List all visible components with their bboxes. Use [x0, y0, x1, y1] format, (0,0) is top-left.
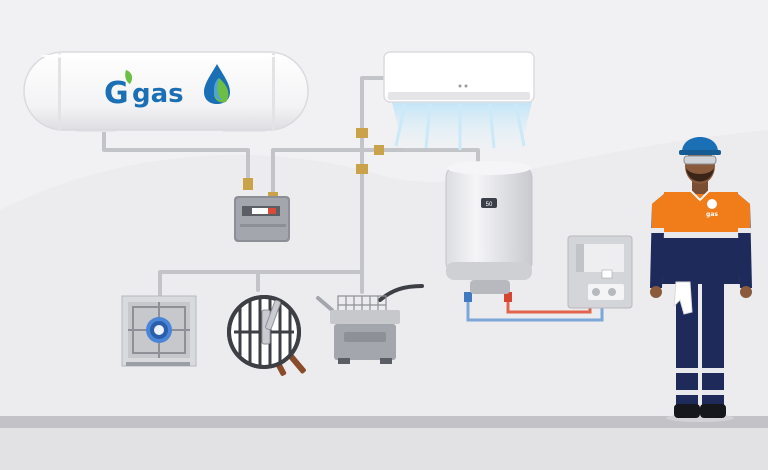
- tankless-heater-icon: [567, 235, 633, 309]
- cold-valve: [464, 292, 472, 302]
- stove-icon: [121, 295, 197, 367]
- tank-icon: G gas: [23, 51, 309, 132]
- worker-badge-text: gas: [706, 211, 718, 218]
- logo-letter: G: [104, 76, 129, 111]
- floor: [0, 428, 768, 470]
- grill-icon: [227, 295, 306, 376]
- boiler-icon: 50: [445, 161, 533, 294]
- meter-icon: [234, 196, 290, 242]
- hot-valve: [504, 292, 512, 302]
- brand-logo: G gas: [104, 70, 184, 111]
- logo-leaf-icon: [125, 70, 133, 84]
- beard: [686, 168, 714, 182]
- logo-word: gas: [132, 79, 184, 109]
- ac-icon: [383, 51, 535, 152]
- floor-stripe: [0, 416, 768, 428]
- work-gloves-icon: [673, 281, 693, 315]
- fryer-icon: [316, 284, 424, 364]
- grill-tongs-icon: [261, 299, 281, 345]
- worker-icon: gas: [650, 137, 752, 422]
- hard-hat-icon: [679, 137, 721, 155]
- water-pipes: [466, 296, 604, 322]
- heater-badge-text: 50: [486, 202, 493, 208]
- gas-drop-icon: [204, 64, 230, 104]
